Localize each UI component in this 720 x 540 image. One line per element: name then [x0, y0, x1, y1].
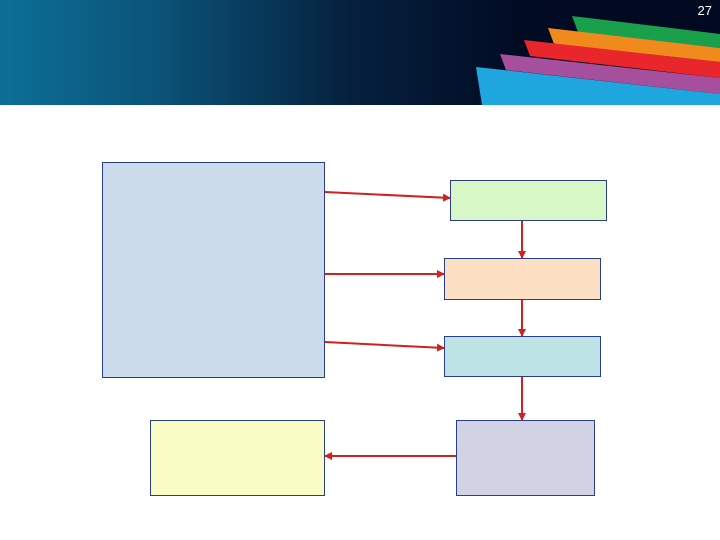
header-banner: 27 — [0, 0, 720, 105]
ribbon-blue — [476, 67, 720, 105]
step-1-box — [450, 180, 607, 221]
main-block — [102, 162, 325, 378]
arrow-main-to-step-3 — [324, 341, 445, 352]
ribbon-decoration — [476, 16, 720, 105]
arrow-main-to-step-1 — [324, 191, 451, 202]
ribbon-orange — [548, 28, 720, 62]
ribbon-green — [572, 16, 720, 48]
result-box — [150, 420, 325, 496]
ribbon-red — [524, 40, 720, 78]
ribbon-purple — [500, 54, 720, 94]
slide-number: 27 — [697, 3, 712, 18]
